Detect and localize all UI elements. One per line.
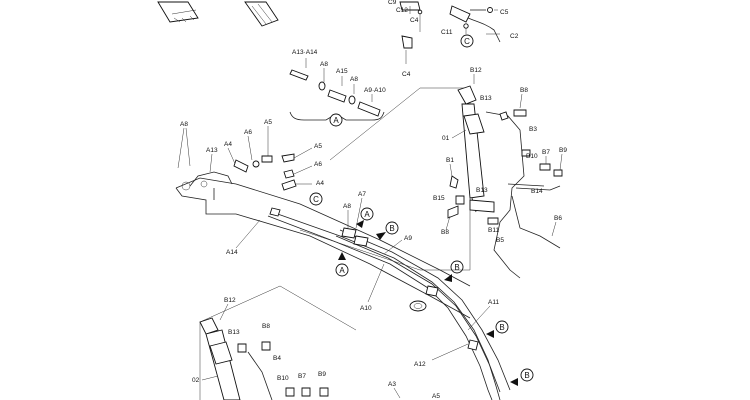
label-c12: C12 [396,7,408,14]
callout-a-boom-1 [360,207,374,221]
boom-callouts: A B A B B B [335,207,534,386]
callout-c-mid [309,192,323,206]
label-a4-mid: A4 [316,180,324,187]
upper-cylinder-group: B12 B13 B8 01 B3 B1 B10 B7 B9 B13 B14 B1… [299,67,567,279]
label-b12-top: B12 [470,67,482,74]
callout-a-boom-1-text: A [364,210,370,219]
label-a9-a10: A9·A10 [364,87,386,94]
c-group: C9 C12 C4 C11 C5 C2 C4 C [388,0,519,78]
label-b1: B1 [446,157,454,164]
label-02: 02 [192,377,200,384]
callout-c-mid-text: C [313,195,319,204]
callout-a-top [329,113,343,127]
label-b13-top: B13 [480,95,492,102]
callout-a-top-text: A [333,116,339,125]
label-a7: A7 [358,191,366,198]
label-01: 01 [442,135,450,142]
label-a3: A3 [388,381,396,388]
label-a6-left: A6 [244,129,252,136]
label-b3: B3 [529,126,537,133]
label-c4-b: C4 [402,71,411,78]
label-a6-mid: A6 [314,161,322,168]
label-a8-top: A8 [320,61,328,68]
label-b9-top: B9 [559,147,567,154]
label-b10-top: B10 [526,153,538,160]
label-b11: B11 [488,227,499,234]
callout-a-boom-2-text: A [339,266,345,275]
label-a15: A15 [336,68,348,75]
label-a8-mid: A8 [343,203,351,210]
lower-cylinder-group: B12 B13 B8 B4 02 B10 B7 B9 [192,285,357,400]
callout-c-top-text: C [464,37,470,46]
label-a4-left: A4 [224,141,232,148]
a-middle-fittings: A5 A6 A4 C [281,143,324,206]
callout-b-boom-4 [520,368,534,382]
label-b8-mid: B8 [441,229,449,236]
label-b12-bot: B12 [224,297,236,304]
label-a8-top2: A8 [350,76,358,83]
label-b4: B4 [273,355,281,362]
label-a9: A9 [404,235,412,242]
label-a14: A14 [226,249,238,256]
label-b8-top: B8 [520,87,528,94]
label-b8-bot: B8 [262,323,270,330]
label-c2: C2 [510,33,519,40]
bucket-part [157,1,199,23]
label-a5-left: A5 [264,119,272,126]
label-b9-bot: B9 [318,371,326,378]
label-b7-top: B7 [542,149,550,156]
callout-b-boom-3 [495,320,509,334]
callout-b-boom-2-text: B [454,263,459,272]
label-a5-bot: A5 [432,393,440,400]
label-b13-bot: B13 [228,329,240,336]
label-a10: A10 [360,305,372,312]
pin-part [244,1,279,27]
label-b7-bot: B7 [298,373,306,380]
label-a12: A12 [414,361,426,368]
label-a11: A11 [488,299,499,306]
label-b10-bot: B10 [277,375,289,382]
label-b13-mid: B13 [476,187,488,194]
a-fittings-group: A13·A14 A8 A15 A8 A9·A10 A [289,49,386,127]
label-b6: B6 [554,215,562,222]
callout-a-boom-2 [335,263,349,277]
label-a13: A13 [206,147,218,154]
boom-body: A14 [175,171,471,319]
callout-b-boom-3-text: B [499,323,504,332]
label-c11: C11 [441,29,453,36]
label-c9: C9 [388,0,397,6]
label-b14: B14 [531,188,543,195]
label-a13-a14: A13·A14 [292,49,318,56]
boom-left-labels: A8 A13 A4 A6 A5 [177,119,273,173]
callout-b-boom-1-text: B [389,224,394,233]
callout-b-boom-1 [385,221,399,235]
boom-hoses: A7 A8 A9 A10 A11 A12 A3 A5 [267,191,511,400]
label-c5: C5 [500,9,509,16]
label-a5-mid: A5 [314,143,322,150]
callout-c-top [460,34,474,48]
label-c4-a: C4 [410,17,419,24]
label-b5: B5 [496,237,504,244]
callout-b-boom-4-text: B [524,371,529,380]
label-b15: B15 [433,195,445,202]
label-a8-left: A8 [180,121,188,128]
